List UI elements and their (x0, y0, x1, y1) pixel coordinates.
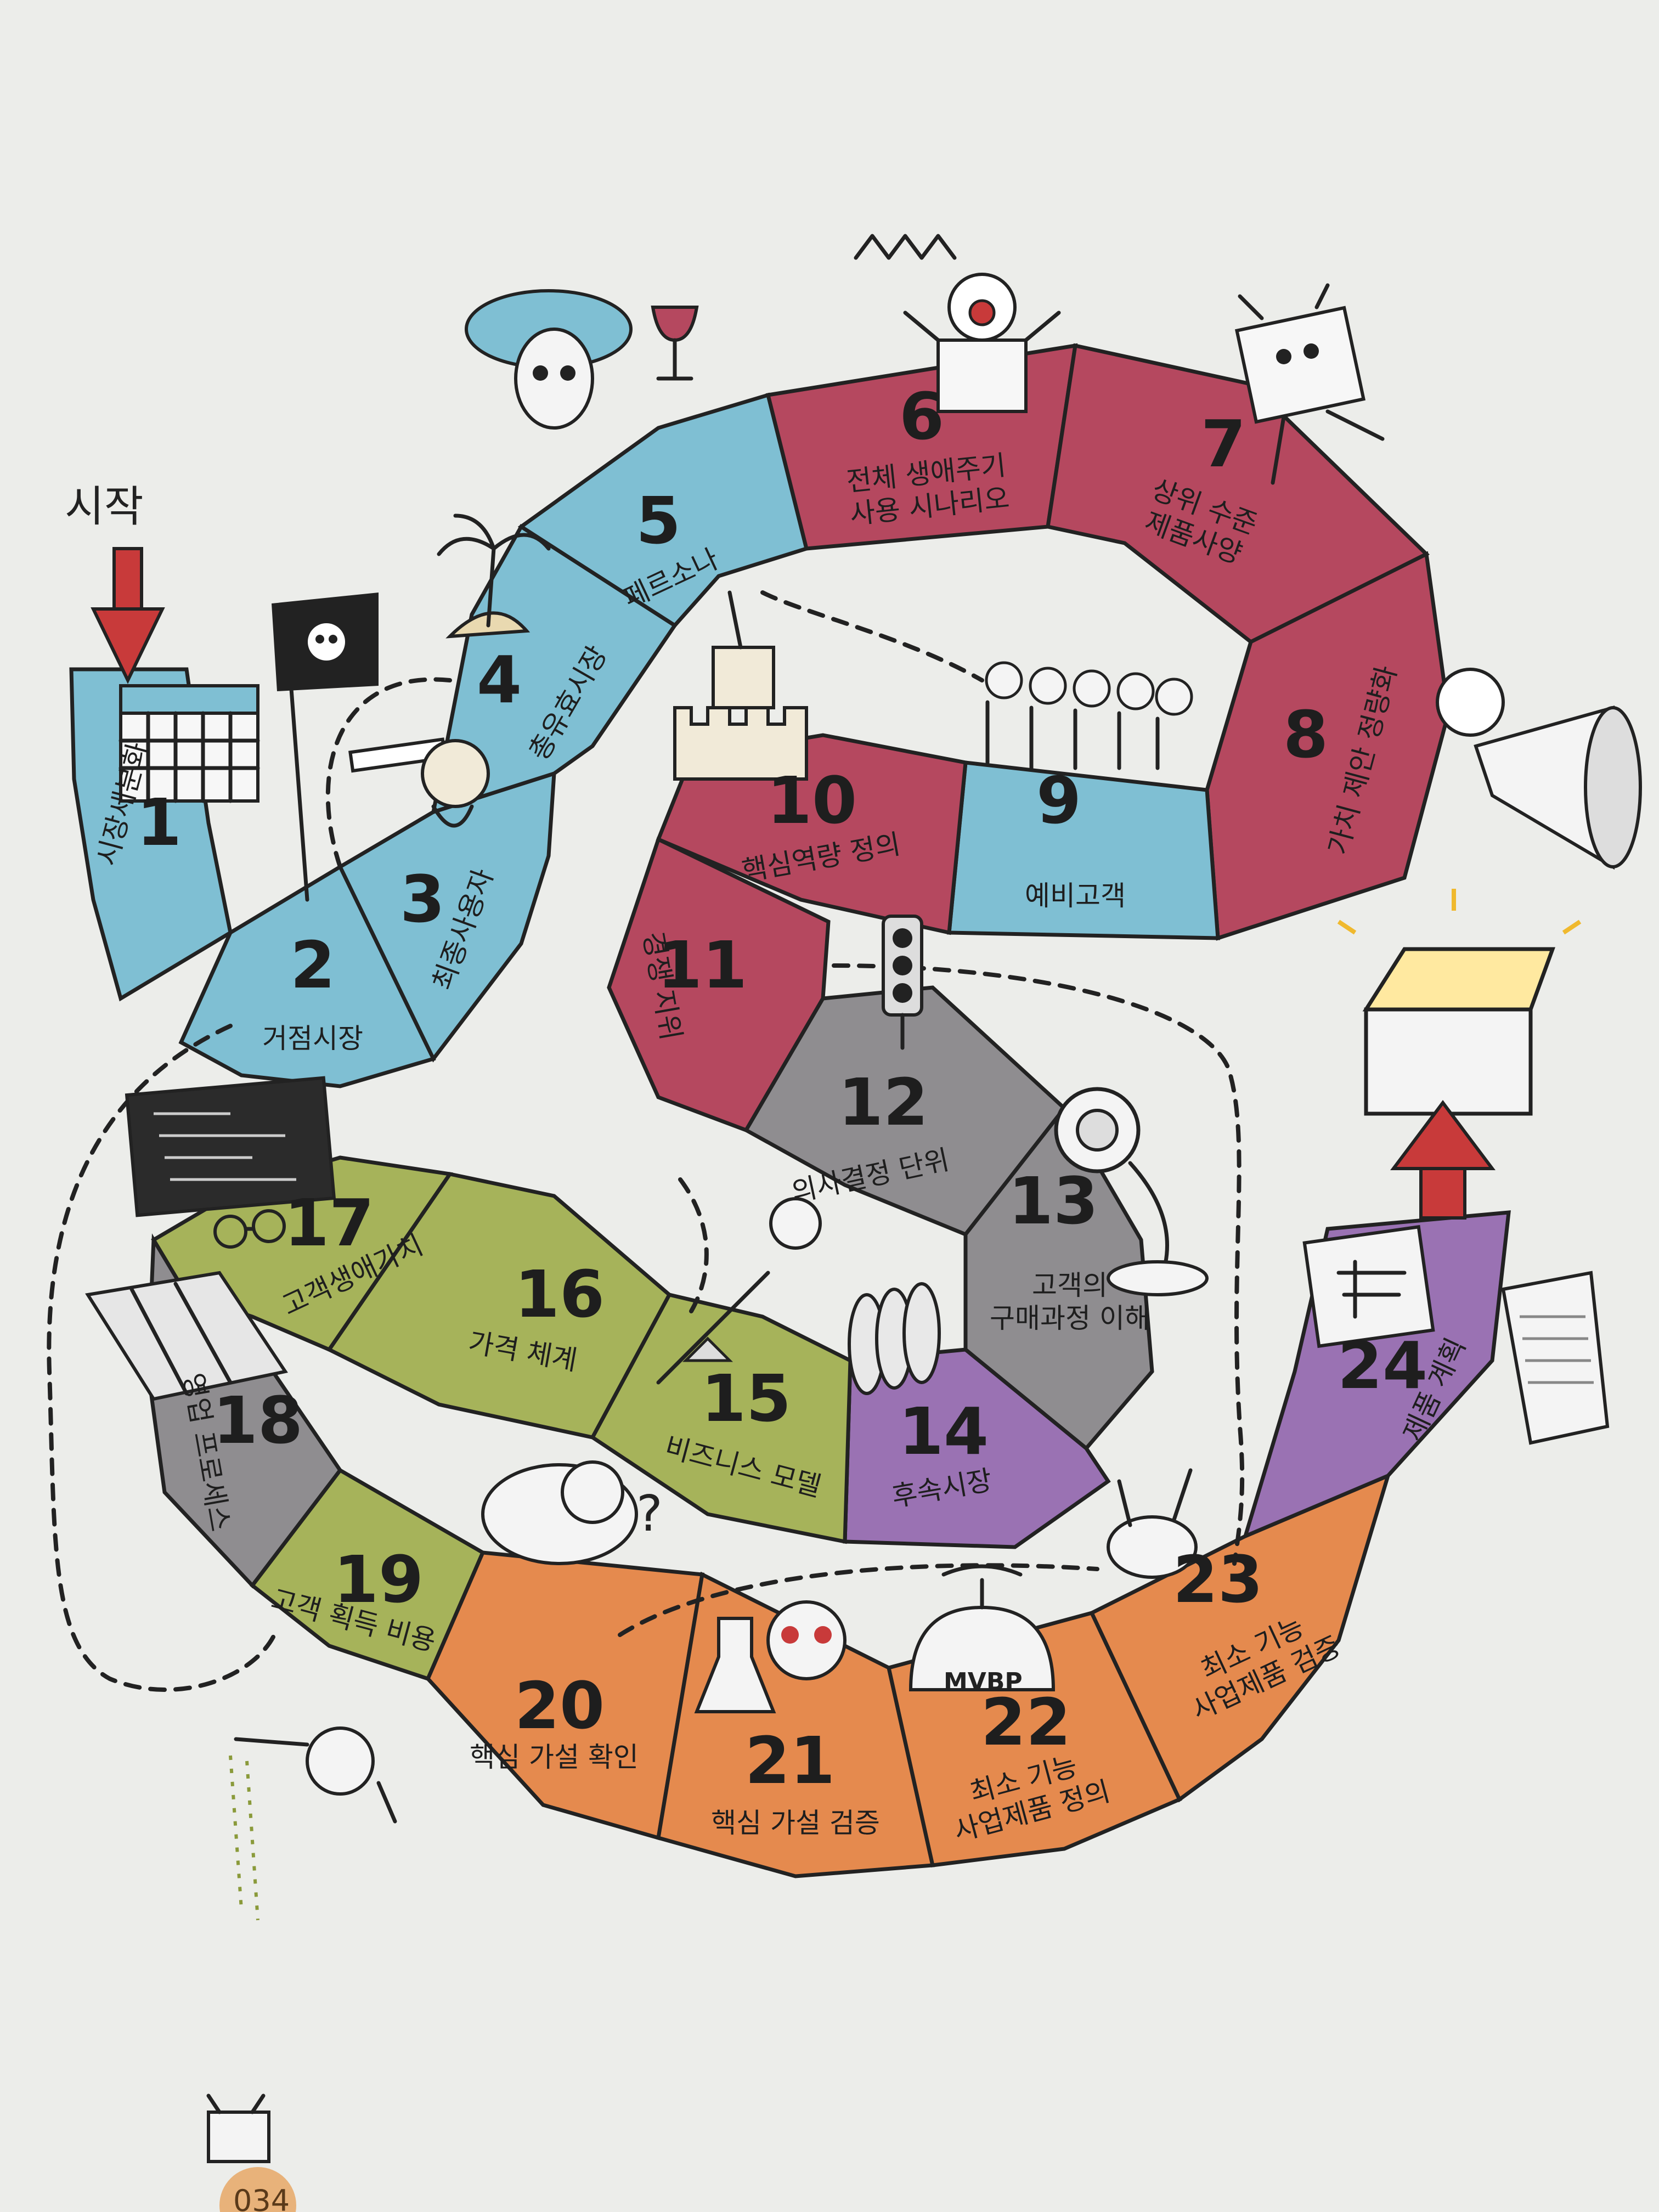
step-23-number: 23 (1173, 1542, 1263, 1617)
start-arrow-shaft (112, 547, 143, 616)
pirate-flag-icon (272, 592, 379, 902)
step-18-number: 18 (213, 1383, 303, 1458)
step-2-label: 거점시장 (262, 1023, 363, 1054)
step-9-label: 예비고객 (1025, 880, 1126, 912)
calendar-icon (119, 684, 260, 803)
step-15-number: 15 (701, 1361, 791, 1436)
svg-text:?: ? (636, 1485, 663, 1543)
step-21-label: 핵심 가설 검증 (711, 1807, 880, 1839)
traffic-light-icon (882, 915, 923, 1050)
glasses-icon (213, 1209, 286, 1249)
step-8-number: 8 (1283, 697, 1328, 772)
hanging-man-icon (229, 1726, 397, 1921)
step-2-label-line: 거점시장 (262, 1023, 363, 1054)
start-arrow-icon (91, 607, 165, 684)
jack-in-the-box-icon (854, 234, 1061, 413)
telescope-pirate-icon (348, 737, 490, 828)
illustrations: ? MVBP (85, 234, 1642, 2163)
step-19-tile (250, 1468, 486, 1681)
dashed-path (47, 590, 1245, 1692)
newspaper-icon (1501, 1271, 1610, 1445)
step-13-label-line: 고객의 (1032, 1269, 1108, 1301)
step-10-number: 10 (767, 763, 857, 838)
step-9-number: 9 (1036, 763, 1081, 838)
step-20-number: 20 (515, 1668, 605, 1743)
step-24-tile (1242, 1210, 1511, 1540)
step-9-tile (947, 760, 1220, 940)
step-12-number: 12 (838, 1064, 928, 1140)
tourist-with-wine-icon (465, 289, 699, 430)
step-20-label: 핵심 가설 확인 (470, 1741, 639, 1773)
megaphone-icon (1436, 668, 1642, 870)
step-11-number: 11 (657, 927, 747, 1003)
dog-icon (1107, 1468, 1198, 1579)
step-21-label-line: 핵심 가설 검증 (711, 1807, 880, 1839)
robot-mascot-icon (206, 2094, 270, 2163)
step-24-number: 24 (1338, 1328, 1427, 1403)
step-7-number: 7 (1201, 406, 1246, 482)
step-6-number: 6 (899, 379, 944, 454)
chalkboard-icon (125, 1076, 336, 1217)
page-number: 034 (233, 2183, 290, 2212)
step-4-number: 4 (477, 642, 522, 718)
step-19-number: 19 (334, 1542, 424, 1617)
start-marker: 시작 (65, 482, 165, 684)
step-20-label-line: 핵심 가설 확인 (470, 1741, 639, 1773)
bowling-pins-icon (848, 1282, 941, 1395)
step-14-number: 14 (899, 1393, 989, 1469)
step-13-number: 13 (1008, 1163, 1098, 1239)
thinker-with-question-icon: ? (481, 1460, 663, 1565)
treasure-chest-icon (1337, 889, 1582, 1116)
scientist-flask-icon (694, 1600, 847, 1713)
blueprint-icon (1302, 1224, 1435, 1348)
crowd-icon (985, 661, 1193, 770)
running-robot-icon (1234, 283, 1385, 485)
step-16-number: 16 (515, 1256, 605, 1332)
svg-text:MVBP: MVBP (944, 1668, 1023, 1696)
page-footer: 034 (219, 2167, 296, 2212)
chest-arrow-icon (1390, 1100, 1496, 1220)
step-9-label-line: 예비고객 (1025, 880, 1126, 912)
camera-photographer-icon (1054, 1087, 1209, 1296)
step-5-number: 5 (636, 483, 681, 558)
step-1-number: 1 (137, 785, 182, 860)
step-13-label-line: 구매과정 이해 (990, 1302, 1150, 1334)
step-20-tile (425, 1550, 705, 1841)
igloo-icon: MVBP (909, 1564, 1056, 1696)
palm-island-icon (437, 514, 551, 639)
sandcastle-icon (673, 590, 808, 781)
step-21-number: 21 (745, 1723, 835, 1798)
step-22-number: 22 (981, 1684, 1071, 1760)
start-label: 시작 (65, 482, 144, 532)
seesaw-icon (656, 1197, 822, 1385)
map-icon (85, 1271, 288, 1401)
step-3-number: 3 (400, 861, 445, 937)
step-2-number: 2 (290, 927, 335, 1003)
step-17-number: 17 (284, 1185, 374, 1261)
